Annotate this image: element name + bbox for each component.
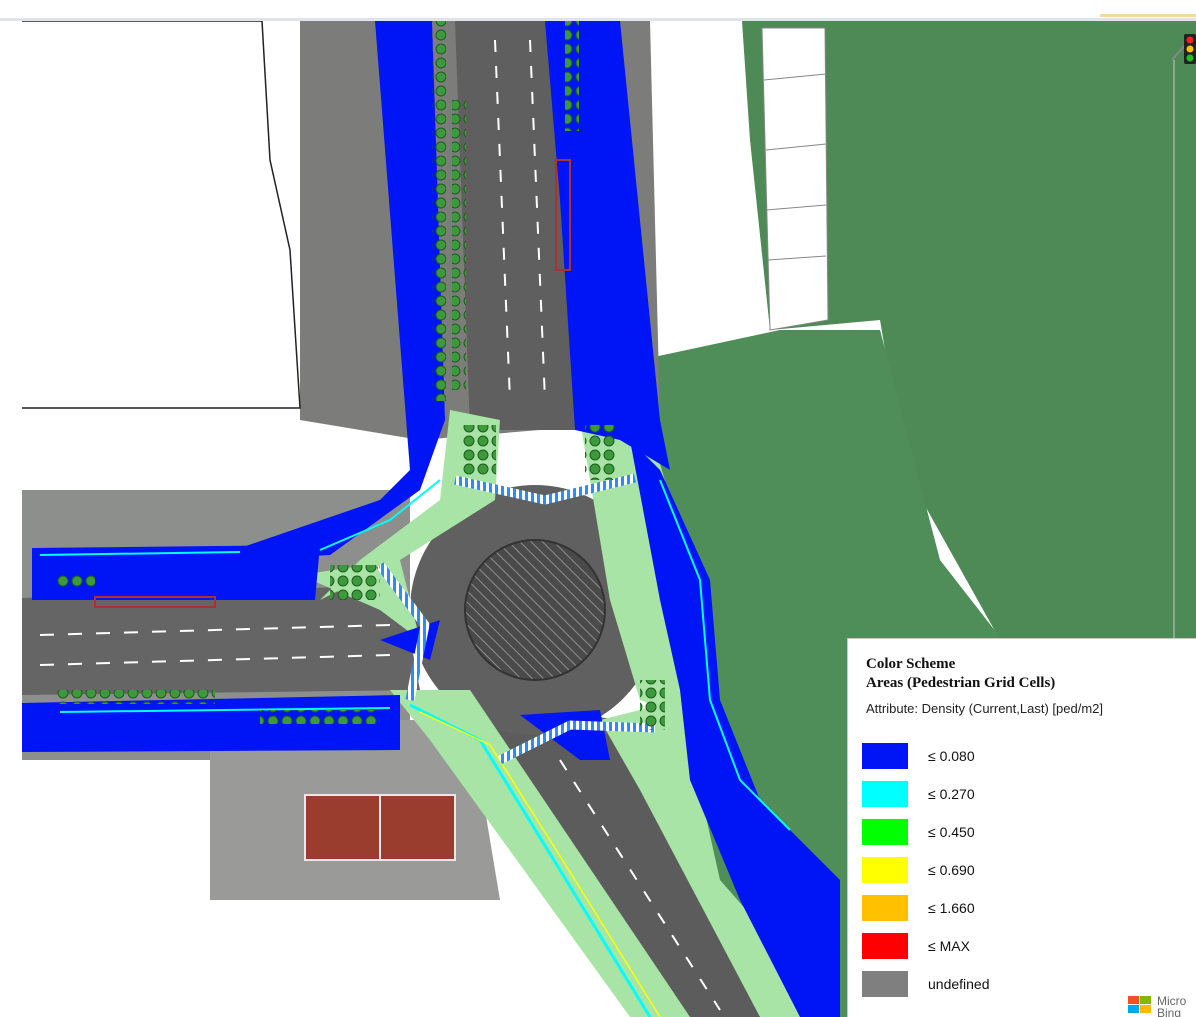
lane-marking-north [494, 39, 511, 401]
tree-group-southeast [640, 680, 665, 730]
crosswalk-west [376, 562, 430, 701]
ped-area-north-right [545, 21, 670, 470]
lane-marking-west-2 [39, 654, 391, 666]
ped-area-north-left [240, 21, 445, 560]
color-scheme-legend: Color Scheme Areas (Pedestrian Grid Cell… [847, 638, 1196, 1017]
legend-label: undefined [928, 976, 990, 992]
tree-row-west [55, 690, 215, 704]
tree-group-west [330, 565, 380, 600]
top-bar-accent [1100, 14, 1196, 17]
legend-swatch [862, 933, 908, 959]
legend-swatch [862, 743, 908, 769]
roundabout-island [464, 539, 606, 681]
building-outline-northeast [761, 27, 829, 331]
ped-area-west-top [32, 545, 320, 600]
building-outline-northwest [22, 21, 301, 409]
legend-label: ≤ 0.270 [928, 786, 975, 802]
tree-group-northwest [462, 425, 496, 475]
building-divider-2 [765, 143, 827, 151]
tree-row-north-center [452, 100, 466, 390]
density-line-east [659, 479, 791, 831]
window-top-bar [0, 0, 1196, 21]
network-map-view[interactable] [0, 21, 1196, 1017]
legend-swatch [862, 971, 908, 997]
density-line-west [39, 551, 241, 556]
road-west [22, 585, 420, 695]
ped-area-east [630, 440, 840, 1017]
legend-swatch [862, 819, 908, 845]
legend-label: ≤ 0.080 [928, 748, 975, 764]
legend-swatch [862, 781, 908, 807]
lane-marking-north-2 [529, 39, 546, 401]
legend-item: ≤ 0.690 [862, 857, 1182, 885]
legend-label: ≤ MAX [928, 938, 970, 954]
density-line-south [409, 703, 652, 1017]
legend-swatch [862, 895, 908, 921]
legend-item: undefined [862, 971, 1182, 999]
legend-item: ≤ 1.660 [862, 895, 1182, 923]
walkable-area-southeast [600, 700, 840, 1017]
traffic-light-icon[interactable] [1172, 30, 1196, 66]
crosswalk-north [454, 473, 637, 505]
bus-stop-north [555, 159, 571, 271]
density-line-south-yellow [419, 711, 661, 1017]
building-divider-3 [765, 204, 827, 211]
tree-row-north-left [432, 21, 446, 401]
density-line-west-bottom [59, 707, 391, 713]
microsoft-logo-icon [1128, 996, 1151, 1013]
legend-swatch [862, 857, 908, 883]
bus-stop-west [94, 596, 216, 608]
walkable-area-south [390, 690, 690, 1017]
legend-label: ≤ 0.450 [928, 824, 975, 840]
building-divider-1 [763, 73, 827, 81]
legend-item: ≤ 0.450 [862, 819, 1182, 847]
road-north [455, 21, 575, 430]
legend-subtitle: Areas (Pedestrian Grid Cells) [866, 675, 1056, 691]
legend-label: ≤ 0.690 [928, 862, 975, 878]
legend-item: ≤ MAX [862, 933, 1182, 961]
road-south [470, 700, 790, 1017]
tree-row-west-top [55, 575, 95, 589]
crosswalk-southeast [497, 720, 656, 765]
walkable-area-northwest [320, 410, 500, 600]
legend-item: ≤ 0.270 [862, 781, 1182, 809]
lane-marking-west [39, 624, 391, 636]
legend-title: Color Scheme [866, 656, 956, 672]
legend-item: ≤ 0.080 [862, 743, 1182, 771]
legend-attribute: Attribute: Density (Current,Last) [ped/m… [866, 701, 1103, 716]
tree-group-northeast [585, 425, 615, 480]
tree-row-west-2 [260, 710, 380, 724]
density-line-northwest [319, 479, 441, 551]
building-divider-4 [767, 255, 827, 261]
legend-label: ≤ 1.660 [928, 900, 975, 916]
tree-row-north-right [565, 21, 579, 131]
